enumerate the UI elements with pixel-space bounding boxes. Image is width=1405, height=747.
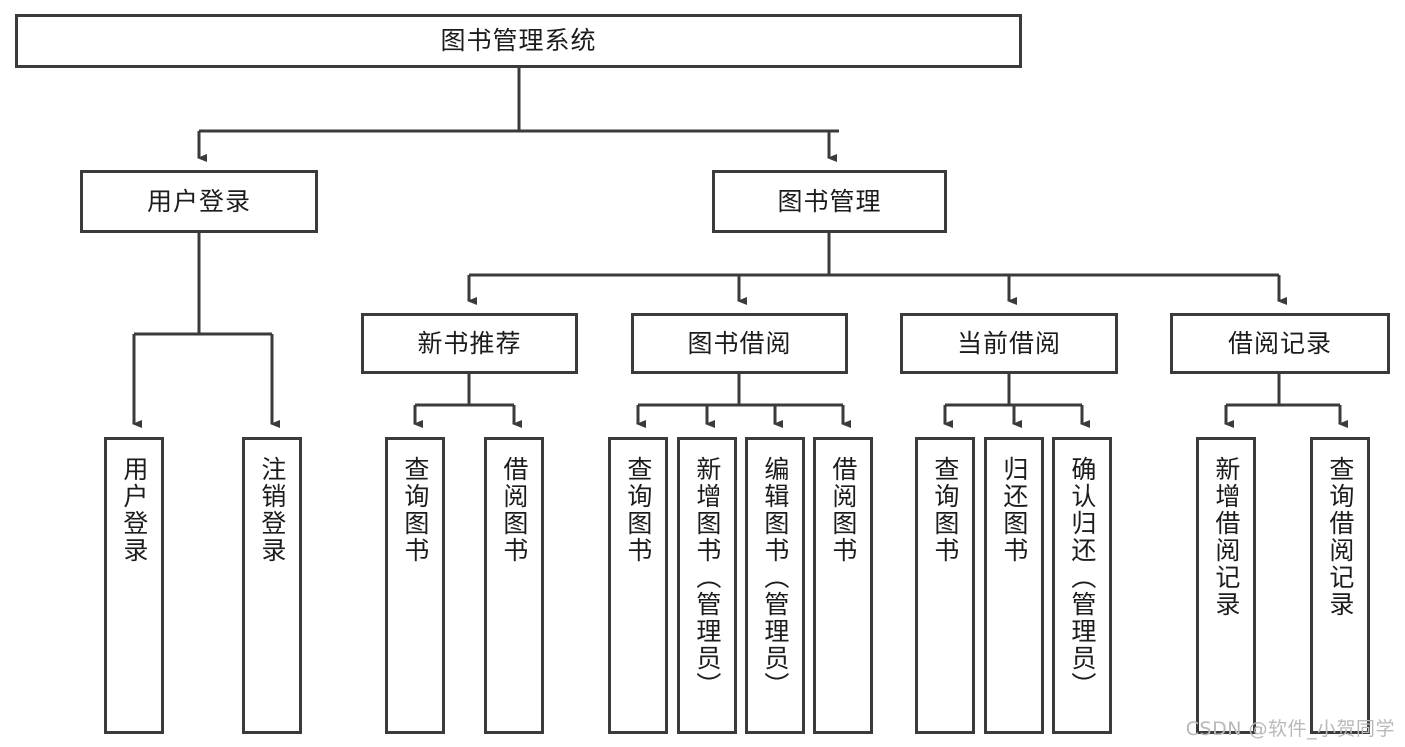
node-book-borrow[interactable]: 图书借阅 <box>631 313 848 374</box>
node-book-management-system[interactable]: 图书管理系统 <box>15 14 1022 68</box>
node-label: 新增图书（管理员） <box>692 456 722 699</box>
node-leaf-borrow-book-borrow[interactable]: 借阅图书 <box>813 437 873 734</box>
node-borrow-record[interactable]: 借阅记录 <box>1170 313 1390 374</box>
node-label: 新增借阅记录 <box>1211 456 1241 618</box>
node-label: 查询图书 <box>400 456 430 564</box>
node-label: 编辑图书（管理员） <box>760 456 790 699</box>
node-leaf-edit-book[interactable]: 编辑图书（管理员） <box>745 437 805 734</box>
node-label: 图书管理系统 <box>440 26 597 56</box>
node-label: 图书管理 <box>777 186 882 216</box>
node-leaf-query-borrow-record[interactable]: 查询借阅记录 <box>1310 437 1370 734</box>
node-label: 新书推荐 <box>417 328 522 358</box>
node-leaf-confirm-return[interactable]: 确认归还（管理员） <box>1052 437 1112 734</box>
node-leaf-query-book-current[interactable]: 查询图书 <box>915 437 975 734</box>
node-label: 用户登录 <box>146 186 251 216</box>
node-label: 借阅记录 <box>1227 328 1332 358</box>
node-current-borrow[interactable]: 当前借阅 <box>900 313 1118 374</box>
node-label: 归还图书 <box>999 456 1029 564</box>
node-label: 借阅图书 <box>499 456 529 564</box>
node-label: 注销登录 <box>257 456 287 564</box>
node-leaf-query-book-recommend[interactable]: 查询图书 <box>385 437 445 734</box>
node-label: 查询图书 <box>930 456 960 564</box>
node-new-book-recommend[interactable]: 新书推荐 <box>361 313 578 374</box>
node-leaf-query-book-borrow[interactable]: 查询图书 <box>608 437 668 734</box>
node-leaf-return-book[interactable]: 归还图书 <box>984 437 1044 734</box>
node-book-management[interactable]: 图书管理 <box>712 170 947 233</box>
node-leaf-logout-login[interactable]: 注销登录 <box>242 437 302 734</box>
node-user-login[interactable]: 用户登录 <box>80 170 318 233</box>
node-label: 借阅图书 <box>828 456 858 564</box>
node-leaf-borrow-book-recommend[interactable]: 借阅图书 <box>484 437 544 734</box>
node-leaf-add-book[interactable]: 新增图书（管理员） <box>677 437 737 734</box>
node-label: 当前借阅 <box>956 328 1061 358</box>
node-label: 用户登录 <box>119 456 149 564</box>
node-label: 图书借阅 <box>687 328 792 358</box>
node-label: 确认归还（管理员） <box>1067 456 1097 699</box>
node-leaf-user-login[interactable]: 用户登录 <box>104 437 164 734</box>
node-leaf-add-borrow-record[interactable]: 新增借阅记录 <box>1196 437 1256 734</box>
node-label: 查询图书 <box>623 456 653 564</box>
node-label: 查询借阅记录 <box>1325 456 1355 618</box>
